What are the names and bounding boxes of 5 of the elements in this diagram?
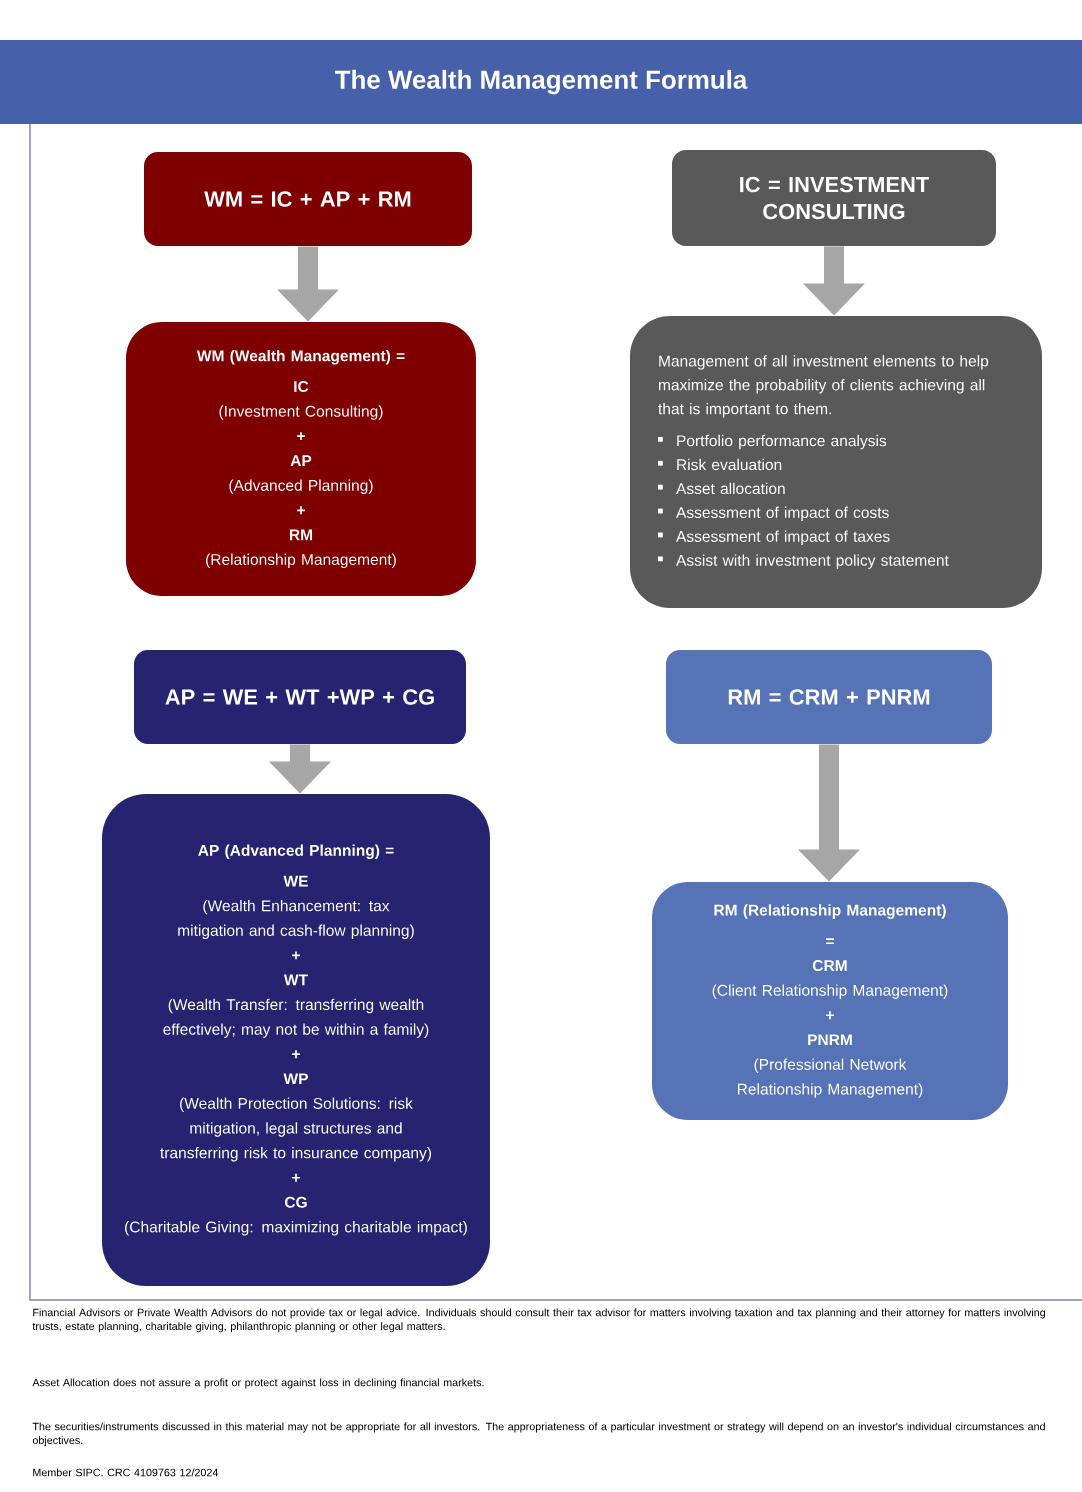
formula-box: AP = WE + WT +WP + CG	[134, 650, 466, 744]
formula-box: IC = INVESTMENT CONSULTING	[672, 150, 996, 246]
formula-box: WM = IC + AP + RM	[144, 152, 472, 246]
formula-box: RM = CRM + PNRM	[666, 650, 992, 744]
title-banner: The Wealth Management Formula	[0, 40, 1082, 124]
